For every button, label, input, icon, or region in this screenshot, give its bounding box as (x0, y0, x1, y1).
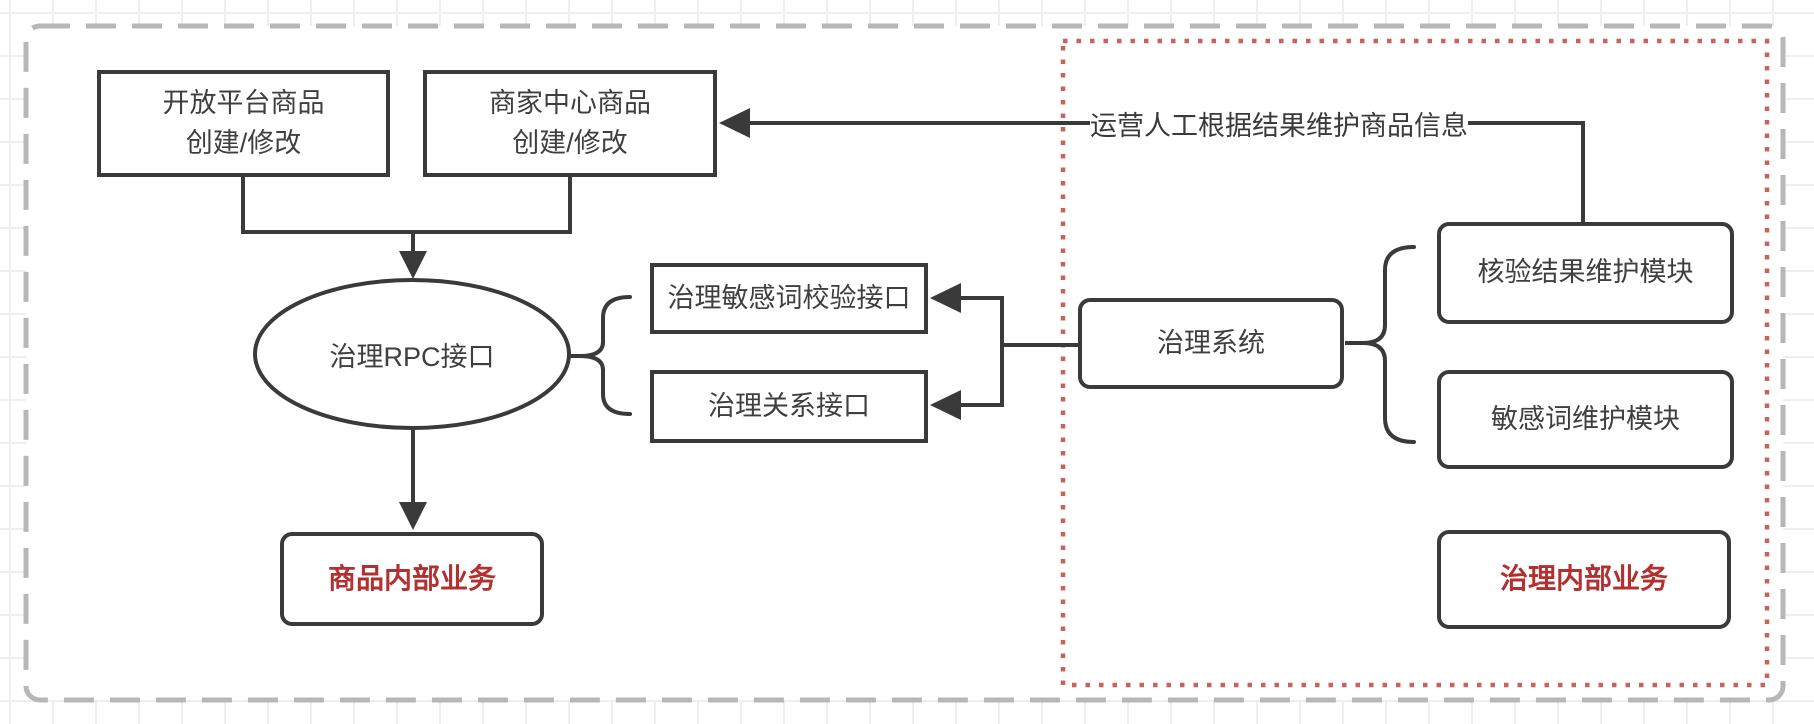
node-merchant-center[interactable]: 商家中心商品 创建/修改 (423, 70, 717, 177)
arrowhead-to-sensitive-api (930, 283, 961, 313)
node-sensitive-word-api[interactable]: 治理敏感词校验接口 (650, 263, 928, 334)
arrowhead-to-merchant-center (719, 108, 750, 138)
node-governance-internal-business[interactable]: 治理内部业务 (1437, 530, 1731, 629)
node-open-platform[interactable]: 开放平台商品 创建/修改 (97, 70, 390, 177)
node-sensitive-word-module[interactable]: 敏感词维护模块 (1437, 370, 1734, 469)
node-product-internal-business[interactable]: 商品内部业务 (280, 532, 544, 626)
arrowhead-to-ellipse (399, 251, 427, 279)
node-verify-result-module[interactable]: 核验结果维护模块 (1437, 222, 1734, 324)
governance-zone-border (1060, 38, 1770, 688)
arrowhead-to-relation-api (930, 390, 961, 420)
node-governance-system[interactable]: 治理系统 (1078, 298, 1344, 389)
node-rpc-ellipse-label[interactable]: 治理RPC接口 (329, 341, 495, 372)
outer-dashed-border (23, 23, 1786, 703)
governance-brace (1361, 245, 1416, 444)
ellipse-brace (578, 295, 632, 416)
operator-note-label[interactable]: 运营人工根据结果维护商品信息 (1090, 102, 1468, 144)
node-relation-api[interactable]: 治理关系接口 (650, 370, 928, 443)
arrowhead-to-product-internal (399, 502, 427, 530)
